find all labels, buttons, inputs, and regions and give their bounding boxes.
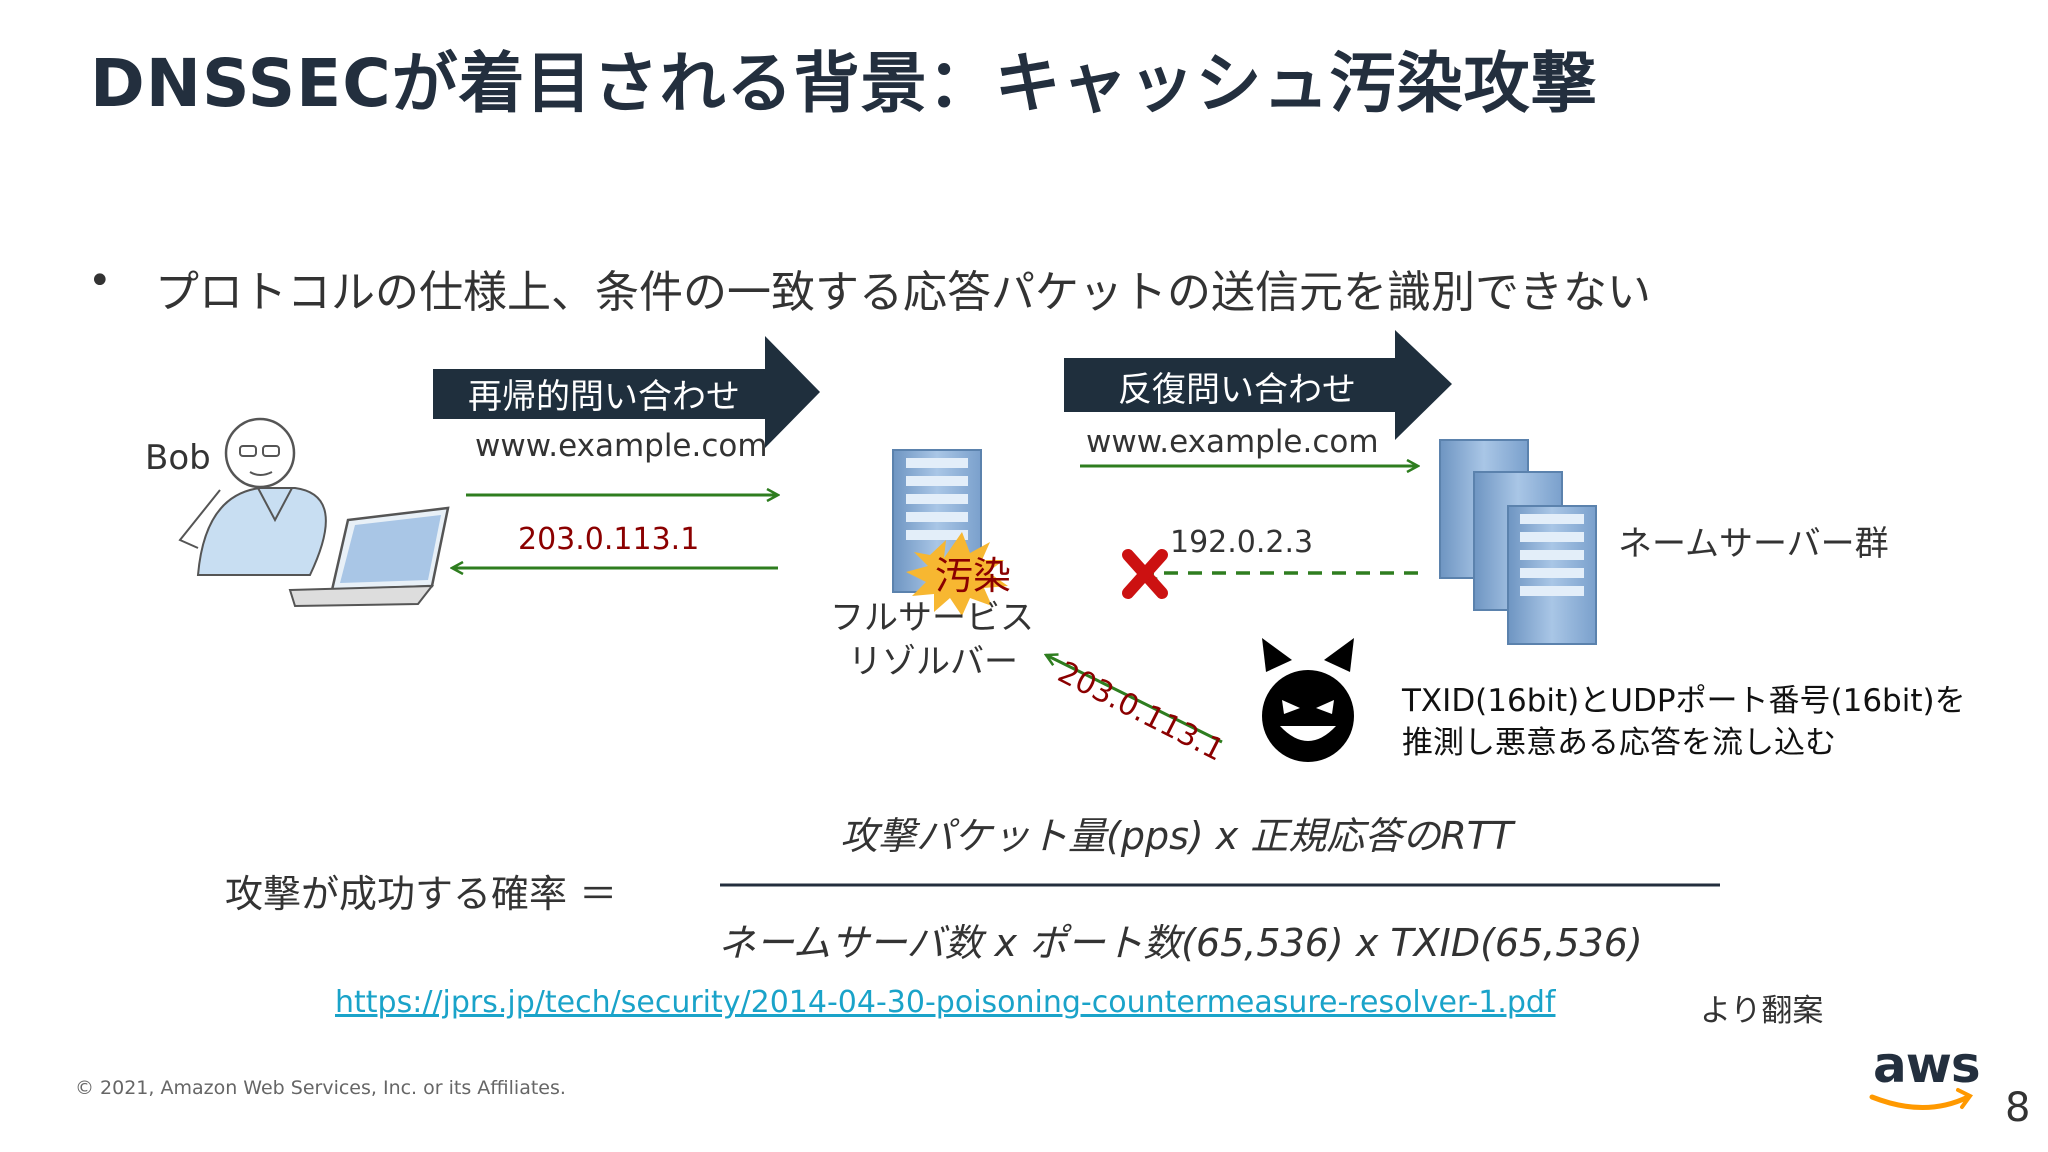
slide-title: DNSSECが着目される背景：キャッシュ汚染攻撃 <box>90 45 1598 122</box>
legit-response-ip: 192.0.2.3 <box>1170 525 1314 560</box>
attacker-note-line2: 推測し悪意ある応答を流し込む <box>1402 725 1836 761</box>
attacker-note-line1: TXID(16bit)とUDPポート番号(16bit)を <box>1402 683 1966 719</box>
laptop-icon <box>288 506 450 608</box>
copyright-text: © 2021, Amazon Web Services, Inc. or its… <box>75 1077 566 1099</box>
bob-person-icon <box>178 417 327 576</box>
formula-denominator: ネームサーバ数 x ポート数(65,536) x TXID(65,536) <box>718 921 1643 965</box>
blocked-x-icon <box>1122 549 1168 599</box>
bullet-text: プロトコルの仕様上、条件の一致する応答パケットの送信元を識別できない <box>155 267 1651 318</box>
iterative-query-banner <box>1064 330 1452 440</box>
recursive-query-banner <box>433 336 820 448</box>
source-suffix: より翻案 <box>1700 993 1824 1029</box>
source-link[interactable]: https://jprs.jp/tech/security/2014-04-30… <box>335 985 1556 1020</box>
query-domain-right: www.example.com <box>1086 424 1379 460</box>
aws-logo: aws <box>1873 1036 1981 1094</box>
nameserver-group-icon <box>1439 439 1597 645</box>
resolver-label-line2: リゾルバー <box>848 642 1018 682</box>
attacker-devil-icon <box>1262 638 1354 762</box>
bob-label: Bob <box>145 438 211 478</box>
page-number: 8 <box>2005 1085 2031 1131</box>
nameservers-label: ネームサーバー群 <box>1618 524 1889 564</box>
poison-label: 汚染 <box>935 554 1012 598</box>
poison-explosion-icon <box>906 532 1008 616</box>
recursive-query-label: 再帰的問い合わせ <box>468 377 740 417</box>
response-ip-to-bob: 203.0.113.1 <box>518 522 700 557</box>
attack-response-arrow <box>1046 655 1223 744</box>
resolver-label-line1: フルサービス <box>830 598 1034 638</box>
bullet-marker: • <box>88 258 112 304</box>
aws-smile-icon <box>1869 1094 1971 1110</box>
iterative-query-label: 反復問い合わせ <box>1118 370 1356 410</box>
formula-numerator: 攻撃パケット量(pps) x 正規応答のRTT <box>840 814 1514 858</box>
query-domain-left: www.example.com <box>475 428 768 464</box>
probability-label: 攻撃が成功する確率 ＝ <box>225 872 618 916</box>
